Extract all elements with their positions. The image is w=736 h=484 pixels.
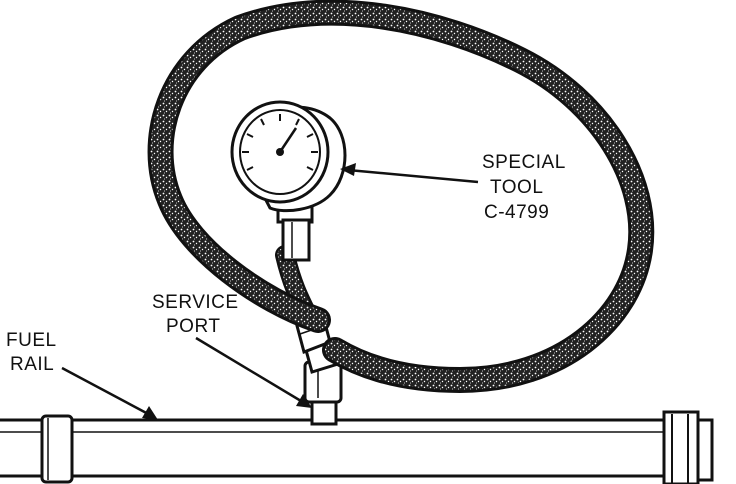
gauge-needle (278, 127, 298, 153)
rail-end-fitting (662, 410, 714, 484)
label-fuel-rail-line2: RAIL (10, 354, 54, 375)
leader-service-port (195, 336, 312, 408)
label-service-port: SERVICE PORT (152, 292, 239, 337)
pressure-hose-loop (147, 0, 655, 394)
leader-special-tool (340, 163, 479, 184)
label-special-tool: SPECIAL TOOL C-4799 (482, 152, 566, 223)
leader-fuel-rail (61, 366, 158, 420)
label-special-tool-line3: C-4799 (484, 202, 549, 223)
service-port (294, 310, 343, 426)
label-special-tool-line2: TOOL (490, 177, 543, 198)
label-fuel-rail-line1: FUEL (6, 330, 57, 351)
label-service-port-line2: PORT (166, 316, 220, 337)
label-service-port-line1: SERVICE (152, 292, 239, 313)
rail-left-collar (40, 414, 74, 484)
label-fuel-rail: FUEL RAIL (6, 330, 57, 375)
pressure-gauge-icon (230, 100, 347, 213)
fuel-rail (0, 410, 714, 484)
label-special-tool-line1: SPECIAL (482, 152, 566, 173)
